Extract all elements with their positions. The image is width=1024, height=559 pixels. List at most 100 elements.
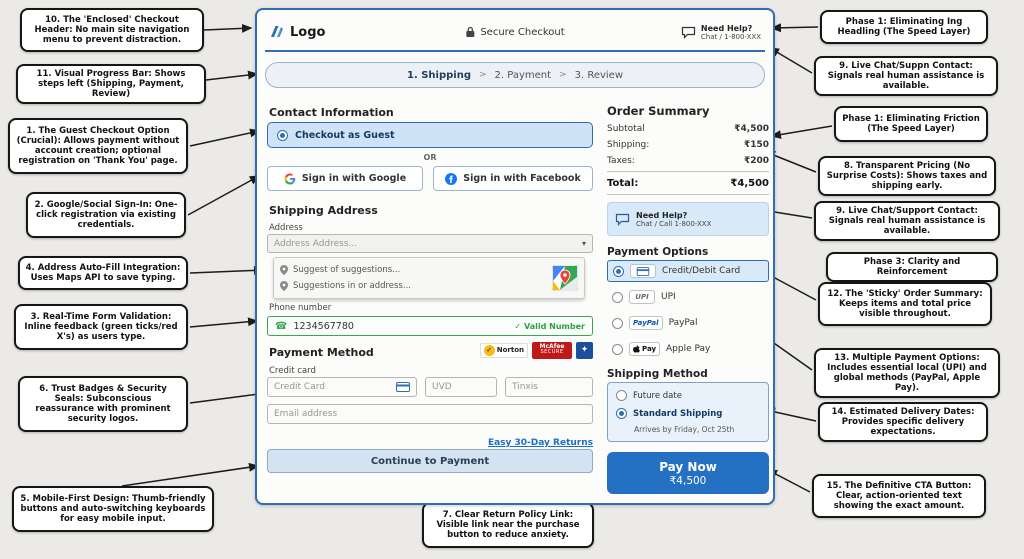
standard-shipping-radio[interactable] [616, 408, 627, 419]
callout-form-validation: 3. Real-Time Form Validation: Inline fee… [14, 304, 188, 350]
cvv-input[interactable]: UVD [425, 377, 497, 397]
shipping-option-standard[interactable]: Standard Shipping [616, 408, 722, 419]
trust-badges: ✓ Norton McAfee SECURE ✦ [447, 338, 593, 362]
lock-icon [466, 26, 475, 37]
callout-trust-badges: 6. Trust Badges & Security Seals: Subcon… [18, 376, 188, 432]
secure-checkout-text: Secure Checkout [480, 26, 565, 38]
email-placeholder: Email address [274, 409, 338, 419]
facebook-signin-label: Sign in with Facebook [463, 173, 581, 184]
shipping-method-heading: Shipping Method [607, 368, 708, 380]
shipping-option-future[interactable]: Future date [616, 390, 682, 401]
progress-step-payment[interactable]: 2. Payment [494, 69, 552, 81]
callout-body: Signals real human assistance is availab… [827, 71, 985, 92]
payment-option-label: UPI [661, 292, 676, 302]
summary-label: Shipping: [607, 140, 650, 150]
checkout-progress-bar: 1. Shipping > 2. Payment > 3. Review [265, 62, 765, 88]
callout-title: Phase 3: Clarity and Reinforcement [863, 257, 961, 278]
applepay-radio[interactable] [612, 343, 623, 355]
callout-transparent-pricing: 8. Transparent Pricing (No Surprise Cost… [818, 156, 996, 197]
valid-check-icon: ✓ [514, 321, 522, 331]
progress-step-shipping[interactable]: 1. Shipping [406, 69, 471, 81]
paypal-logo: PayPal [633, 319, 659, 327]
norton-check-icon: ✓ [483, 344, 495, 356]
payment-option-paypal[interactable]: PayPal PayPal [607, 312, 769, 334]
facebook-icon [445, 172, 458, 185]
valid-number-text: Valid Number [524, 321, 585, 331]
progress-separator: > [479, 70, 487, 80]
callout-title: 11. Visual Progress Bar: [36, 69, 152, 79]
pay-now-button[interactable]: Pay Now ₹4,500 [607, 452, 769, 494]
checkout-header: Logo Secure Checkout Need Help? Chat / 1… [265, 14, 765, 52]
summary-row-taxes: Taxes: ₹200 [607, 156, 769, 166]
returns-link-wrap: Easy 30-Day Returns [267, 430, 593, 449]
payment-option-applepay[interactable]: Pay Apple Pay [607, 338, 769, 360]
callout-delivery-dates: 14. Estimated Delivery Dates: Provides s… [818, 402, 988, 443]
callout-title: 4. Address Auto-Fill Integration: [25, 262, 181, 273]
callout-title: Phase 1: Eliminating Friction [842, 113, 980, 124]
guest-checkout-option[interactable]: Checkout as Guest [267, 122, 593, 148]
callout-enclosed-header: 10. The 'Enclosed' Checkout Header: No m… [20, 8, 204, 52]
summary-row-shipping: Shipping: ₹150 [607, 140, 769, 150]
summary-value: ₹150 [743, 140, 769, 150]
summary-value: ₹200 [743, 156, 769, 166]
arrow-chat-top [768, 47, 813, 74]
progress-step-review[interactable]: 3. Review [574, 69, 623, 81]
need-help-contact: Chat / 1-800-XXX [700, 32, 761, 41]
callout-body: Shows steps left (Shipping, Payment, Rev… [38, 69, 186, 100]
header-help-contact[interactable]: Need Help? Chat / 1-800-XXX [681, 24, 761, 41]
returns-policy-link[interactable]: Easy 30-Day Returns [487, 438, 593, 448]
suggestion-item[interactable]: Suggest of suggestions... [280, 262, 578, 278]
pay-now-label: Pay Now [659, 459, 717, 474]
guest-checkout-label: Checkout as Guest [295, 129, 395, 141]
credit-card-icon [636, 266, 650, 276]
continue-to-payment-button[interactable]: Continue to Payment [267, 449, 593, 473]
paypal-chip: PayPal [629, 316, 663, 330]
payment-option-card[interactable]: Credit/Debit Card [607, 260, 769, 282]
applepay-chip: Pay [629, 342, 661, 356]
callout-title: 1. The Guest Checkout Option (Crucial): [16, 125, 170, 146]
google-signin-button[interactable]: Sign in with Google [267, 166, 423, 191]
credit-card-icon [396, 382, 410, 392]
phone-input[interactable]: ☎ 1234567780 ✓ Valid Number [267, 316, 593, 336]
address-placeholder: Address Address... [274, 238, 358, 249]
address-input[interactable]: Address Address... ▾ [267, 234, 593, 253]
callout-title: 3. Real-Time Form Validation: [30, 311, 172, 322]
arrow-autofill [189, 265, 265, 275]
callout-livechat-side: 9. Live Chat/Support Contact: Signals re… [814, 201, 1000, 242]
callout-body: Inline feedback (green ticks/red X's) as… [24, 321, 178, 342]
apple-icon [633, 345, 640, 353]
google-icon [284, 173, 296, 184]
email-input[interactable]: Email address [267, 404, 593, 424]
callout-guest-checkout: 1. The Guest Checkout Option (Crucial): … [8, 118, 188, 174]
callout-body: Uses Maps API to save typing. [30, 273, 176, 283]
upi-chip: UPI [629, 290, 655, 304]
upi-logo: UPI [635, 293, 649, 301]
order-summary-heading: Order Summary [607, 104, 710, 118]
callout-title: 15. The Definitive CTA Button: [826, 480, 972, 491]
chevron-down-icon[interactable]: ▾ [581, 239, 586, 248]
future-date-radio[interactable] [616, 390, 627, 401]
callout-body: Clear, action-oriented text showing the … [833, 490, 965, 511]
expiry-input[interactable]: Tinxis [505, 377, 593, 397]
sidebar-help-contact[interactable]: Need Help? Chat / Call 1-800-XXX [607, 202, 769, 236]
pin-icon [280, 265, 288, 275]
need-help-title: Need Help? [700, 23, 753, 33]
site-logo[interactable]: Logo [269, 24, 325, 40]
upi-radio[interactable] [612, 291, 623, 303]
payment-method-heading: Payment Method [269, 346, 374, 359]
phone-icon: ☎ [275, 320, 288, 332]
card-number-input[interactable]: Credit Card [267, 377, 417, 397]
callout-body: (The Speed Layer) [882, 27, 971, 37]
suggestion-item[interactable]: Suggestions in or address... [280, 278, 578, 294]
callout-payment-options: 13. Multiple Payment Options: Includes e… [814, 348, 1000, 399]
pin-icon [280, 281, 288, 291]
guest-radio[interactable] [277, 129, 288, 141]
callout-body: Subconscious reassurance with prominent … [35, 393, 171, 425]
paypal-radio[interactable] [612, 317, 623, 329]
callout-title: 2. Google/Social Sign-In: [34, 199, 153, 210]
payment-option-upi[interactable]: UPI UPI [607, 286, 769, 308]
card-radio[interactable] [613, 265, 624, 277]
help-title: Need Help? [636, 210, 688, 220]
facebook-signin-button[interactable]: Sign in with Facebook [433, 166, 593, 191]
secure-checkout-label: Secure Checkout [465, 26, 565, 38]
